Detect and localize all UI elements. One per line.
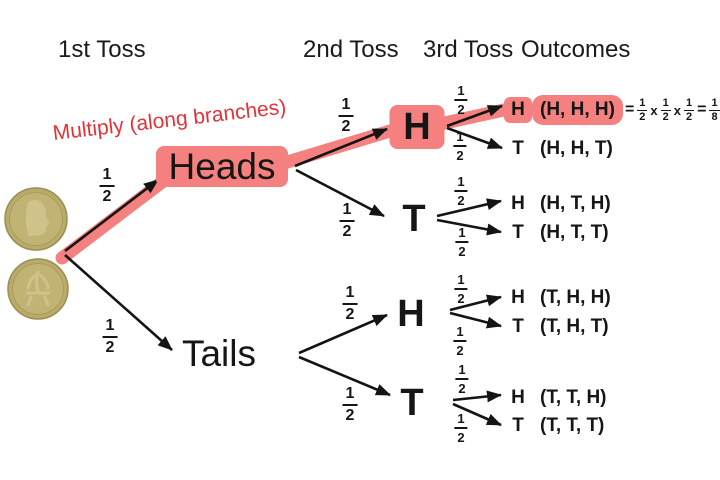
outcome-letter: H: [504, 97, 532, 123]
header-1st-toss: 1st Toss: [58, 36, 146, 63]
header-outcomes: Outcomes: [521, 36, 631, 63]
outcome-row-hht: T (H, H, T): [504, 135, 613, 163]
outcome-tuple: (T, T, H): [540, 387, 607, 408]
outcome-tuple: (T, H, T): [540, 316, 609, 337]
outcome-tuple: (H, H, T): [540, 138, 613, 159]
node-heads: Heads: [156, 146, 288, 187]
outcome-tuple: (H, T, T): [540, 222, 609, 243]
node-t-after-heads: T: [402, 197, 426, 240]
outcome-letter: T: [512, 138, 524, 159]
outcome-tuple: (T, T, T): [540, 415, 605, 436]
outcome-letter: H: [511, 287, 525, 308]
tree-arrows: [64, 104, 503, 427]
times-sign: x: [650, 102, 658, 118]
node-t-after-tails: T: [400, 381, 424, 424]
outcome-letter: T: [512, 316, 524, 337]
outcome-letter: H: [511, 387, 525, 408]
outcome-tuple: (T, H, H): [540, 287, 611, 308]
node-h-after-tails: H: [397, 292, 425, 335]
times-sign: x: [673, 102, 681, 118]
outcome-row-ttt: T (T, T, T): [504, 412, 604, 440]
header-3rd-toss: 3rd Toss: [423, 36, 514, 63]
outcome-row-htt: T (H, T, T): [504, 219, 609, 247]
equals-sign: =: [624, 101, 635, 118]
outcome-tuple: (H, H, H): [532, 95, 623, 125]
outcome-letter: T: [512, 415, 524, 436]
outcome-row-hth: H (H, T, H): [504, 190, 611, 218]
header-2nd-toss: 2nd Toss: [303, 36, 399, 63]
node-tails: Tails: [181, 333, 257, 374]
node-h-after-heads: H: [389, 105, 445, 149]
outcome-letter: H: [511, 193, 525, 214]
outcome-tuple: (H, T, H): [540, 193, 611, 214]
outcome-row-tth: H (T, T, H): [504, 384, 607, 412]
outcome-letter: T: [512, 222, 524, 243]
coin-heads-icon: [4, 187, 68, 251]
outcome-row-thh: H (T, H, H): [504, 284, 611, 312]
equals-sign: =: [697, 101, 707, 118]
outcome-row-tht: T (T, H, T): [504, 313, 609, 341]
coin-tails-icon: [7, 258, 69, 320]
